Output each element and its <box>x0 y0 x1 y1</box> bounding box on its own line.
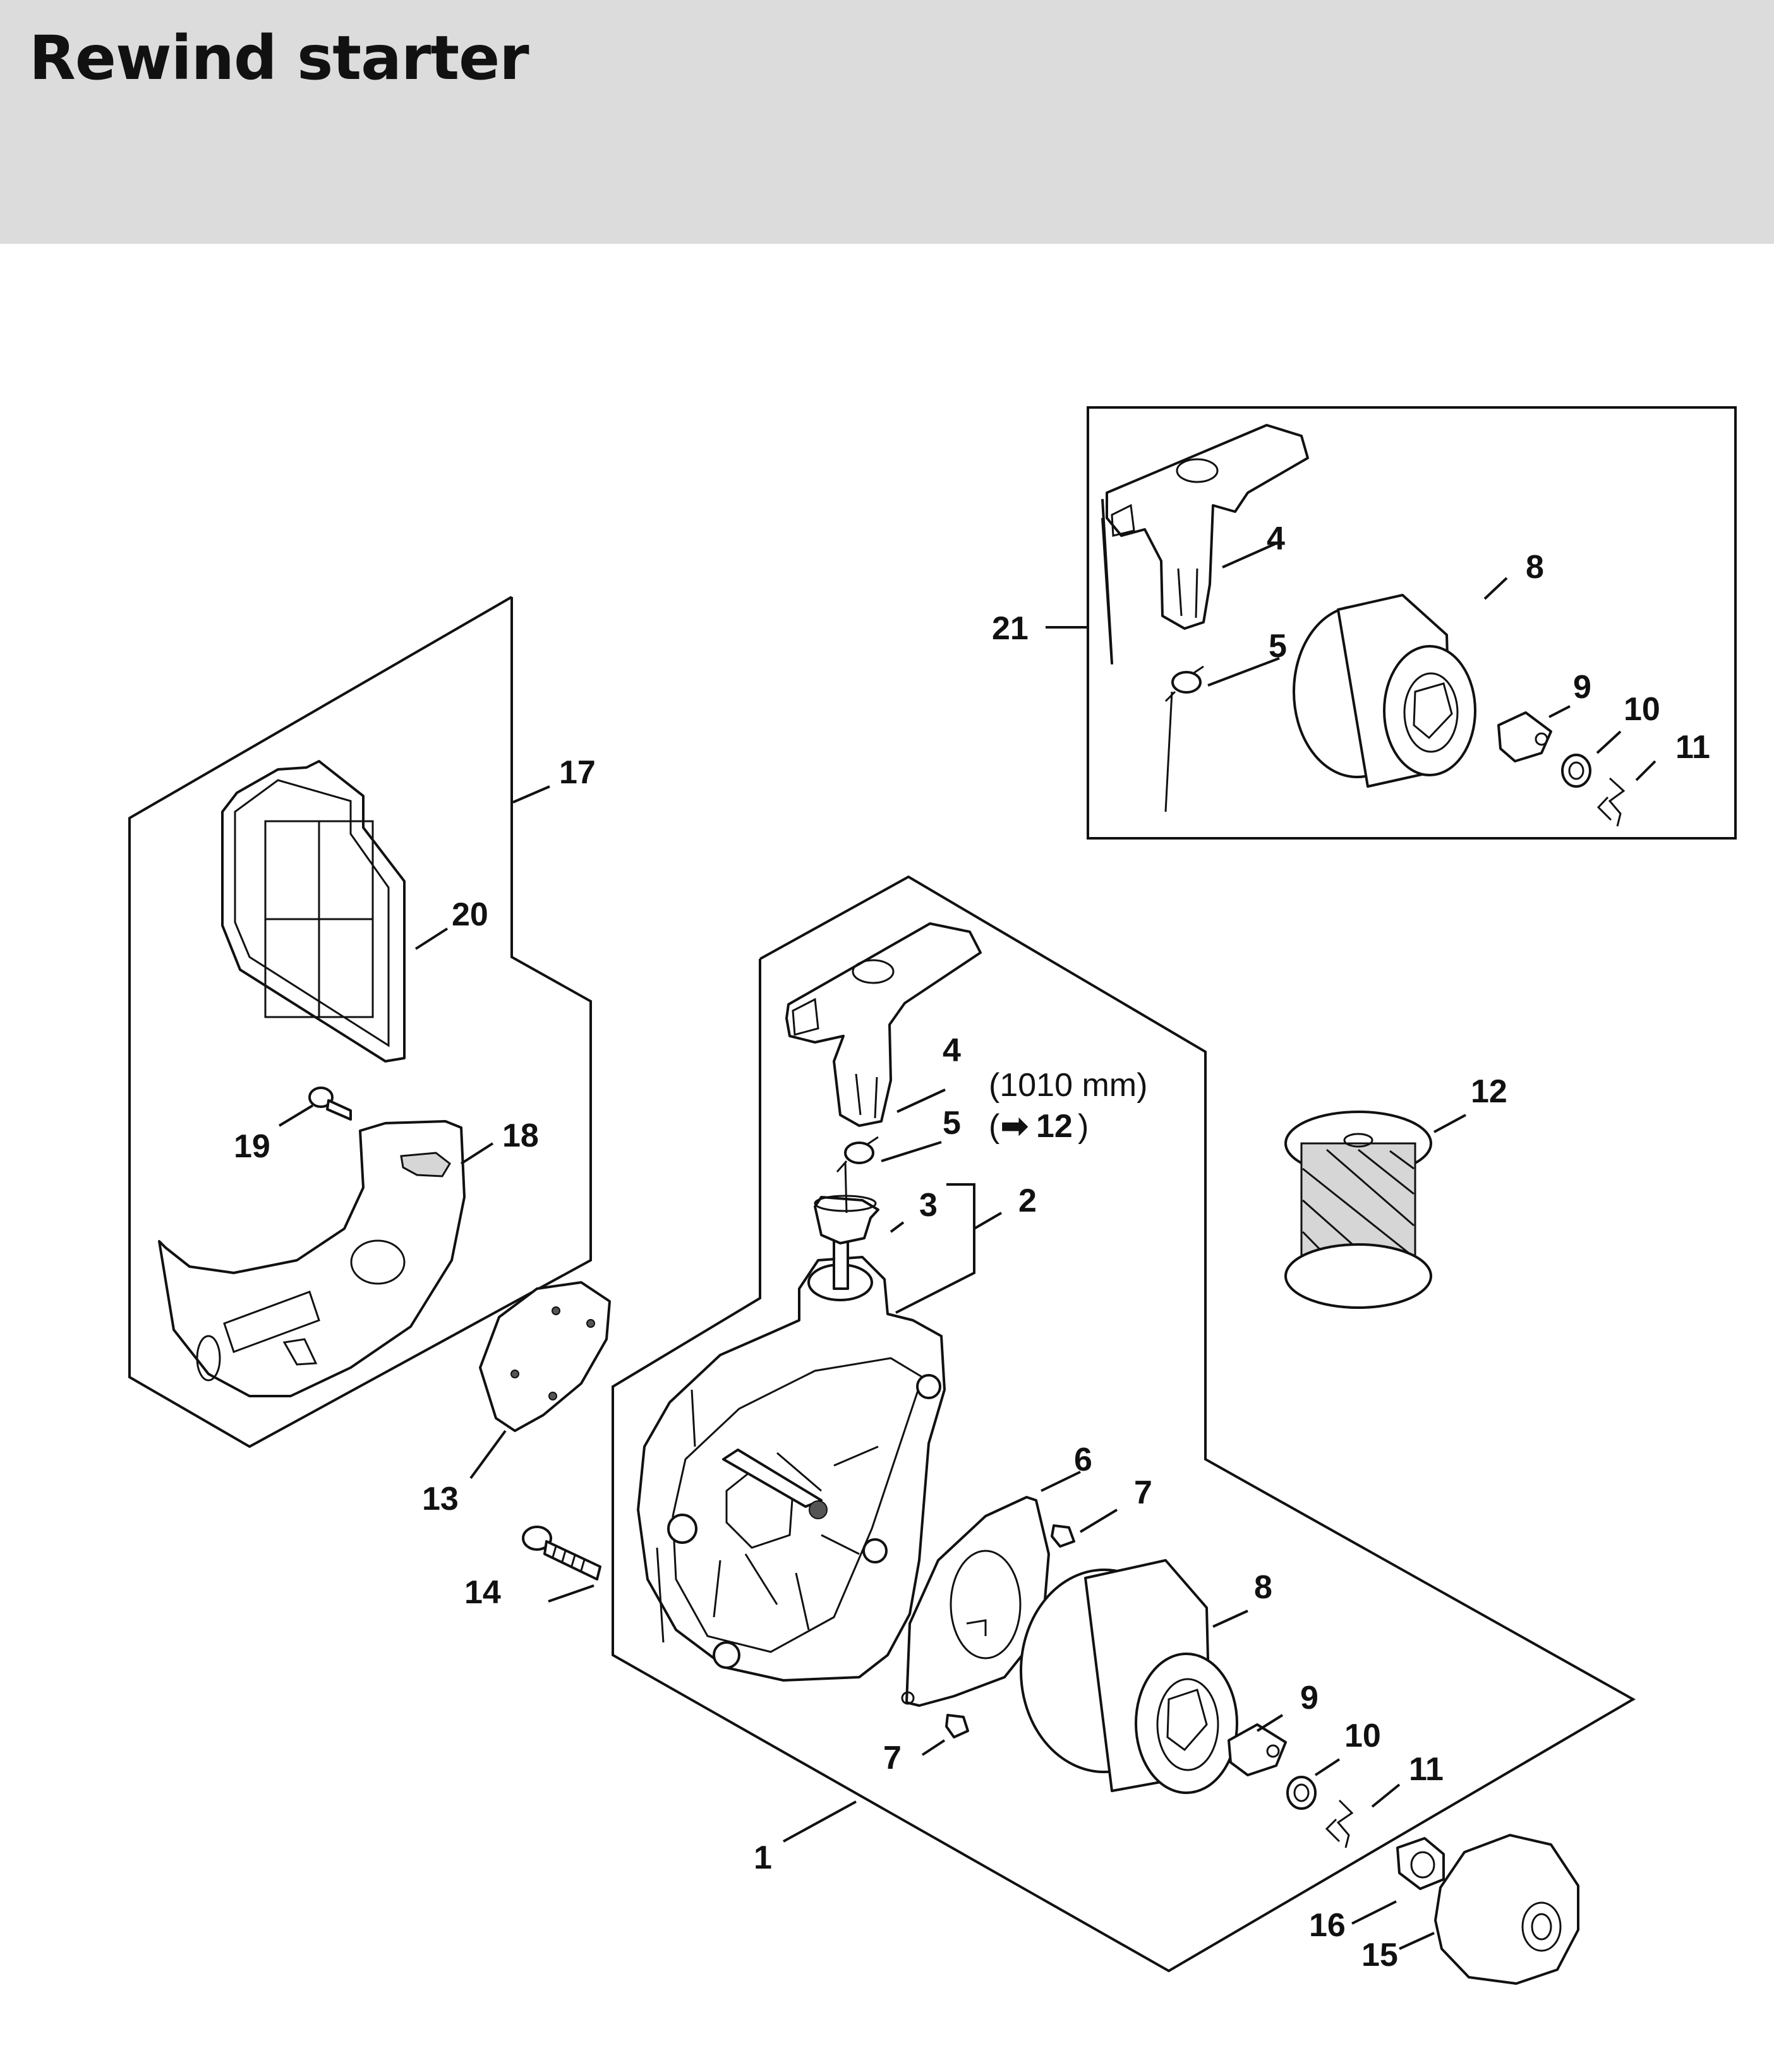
washer-10a-part <box>1561 754 1591 788</box>
filter-cover-part <box>158 1120 466 1397</box>
callout-21: 21 <box>992 610 1029 647</box>
air-filter-part <box>221 760 406 1063</box>
screw-7b-part <box>945 1714 969 1738</box>
callout-8b: 8 <box>1254 1569 1272 1606</box>
spring-clip-11b-part <box>1325 1799 1354 1848</box>
long-screw-part <box>522 1526 601 1581</box>
rope-spool-part <box>1284 1111 1432 1309</box>
rope-rotor-part <box>1020 1559 1238 1794</box>
header-band <box>0 0 1774 244</box>
rope-eye-part <box>836 1136 879 1214</box>
group-21-outline <box>1087 406 1737 840</box>
callout-11b: 11 <box>1409 1751 1444 1788</box>
callout-13: 13 <box>422 1481 459 1517</box>
rope-length-note: (1010 mm) ( ➡ 12 ) <box>989 1067 1147 1145</box>
callout-7b: 7 <box>883 1740 902 1776</box>
group-1-outline <box>612 875 1636 1973</box>
fan-housing-part <box>637 1212 946 1682</box>
starter-handle-part <box>785 922 982 1127</box>
callout-labels: 4 8 21 5 9 10 11 17 20 18 19 13 14 4 5 3… <box>234 521 1710 1973</box>
leader-lines <box>278 541 1656 1950</box>
nut-16-part <box>1396 1837 1445 1890</box>
callout-6: 6 <box>1074 1442 1092 1478</box>
rope-bushing-part <box>814 1195 879 1244</box>
rope-eye-21-part <box>1164 665 1204 812</box>
gasket-plate-part <box>479 1281 611 1432</box>
callout-11a: 11 <box>1675 729 1710 766</box>
pawl-9a-part <box>1497 711 1552 762</box>
callout-2: 2 <box>1018 1183 1037 1219</box>
spring-cover-part <box>901 1496 1050 1707</box>
callout-8a: 8 <box>1526 549 1544 586</box>
rope-length-text: (1010 mm) <box>989 1067 1147 1104</box>
callout-9a: 9 <box>1573 669 1591 706</box>
page-title: Rewind starter <box>29 23 529 93</box>
callout-17: 17 <box>559 754 596 791</box>
rope-rotor-21-part <box>1293 594 1476 788</box>
callout-15: 15 <box>1361 1937 1398 1973</box>
washer-10b-part <box>1286 1776 1317 1810</box>
rope-ref-number: 12 <box>1036 1108 1073 1145</box>
callout-14: 14 <box>464 1574 501 1611</box>
callout-19: 19 <box>234 1128 270 1165</box>
callout-4a: 4 <box>1267 521 1285 557</box>
callout-12: 12 <box>1471 1073 1507 1110</box>
callout-18: 18 <box>502 1117 539 1154</box>
callout-5a: 5 <box>1269 628 1287 665</box>
spring-clip-11a-part <box>1596 777 1626 827</box>
pawl-9b-part <box>1228 1723 1287 1776</box>
callout-9b: 9 <box>1300 1680 1318 1716</box>
rope-ref-arrow: ➡ <box>1001 1108 1029 1145</box>
cap-15-part <box>1434 1834 1579 1985</box>
rope-ref-open: ( <box>989 1108 1000 1145</box>
group-17-outline <box>128 596 592 1449</box>
callout-7a: 7 <box>1134 1474 1152 1511</box>
callout-4b: 4 <box>943 1032 961 1069</box>
starter-handle-21-part <box>1101 424 1309 665</box>
callout-10a: 10 <box>1624 691 1660 728</box>
callout-20: 20 <box>452 896 488 933</box>
callout-3: 3 <box>919 1187 938 1224</box>
callout-5b: 5 <box>943 1105 961 1141</box>
screw-19-part <box>308 1087 352 1121</box>
callout-16: 16 <box>1309 1907 1346 1944</box>
screw-7a-part <box>1051 1524 1075 1548</box>
callout-10b: 10 <box>1344 1718 1381 1754</box>
rope-ref-close: ) <box>1078 1108 1089 1145</box>
callout-1: 1 <box>754 1840 772 1876</box>
